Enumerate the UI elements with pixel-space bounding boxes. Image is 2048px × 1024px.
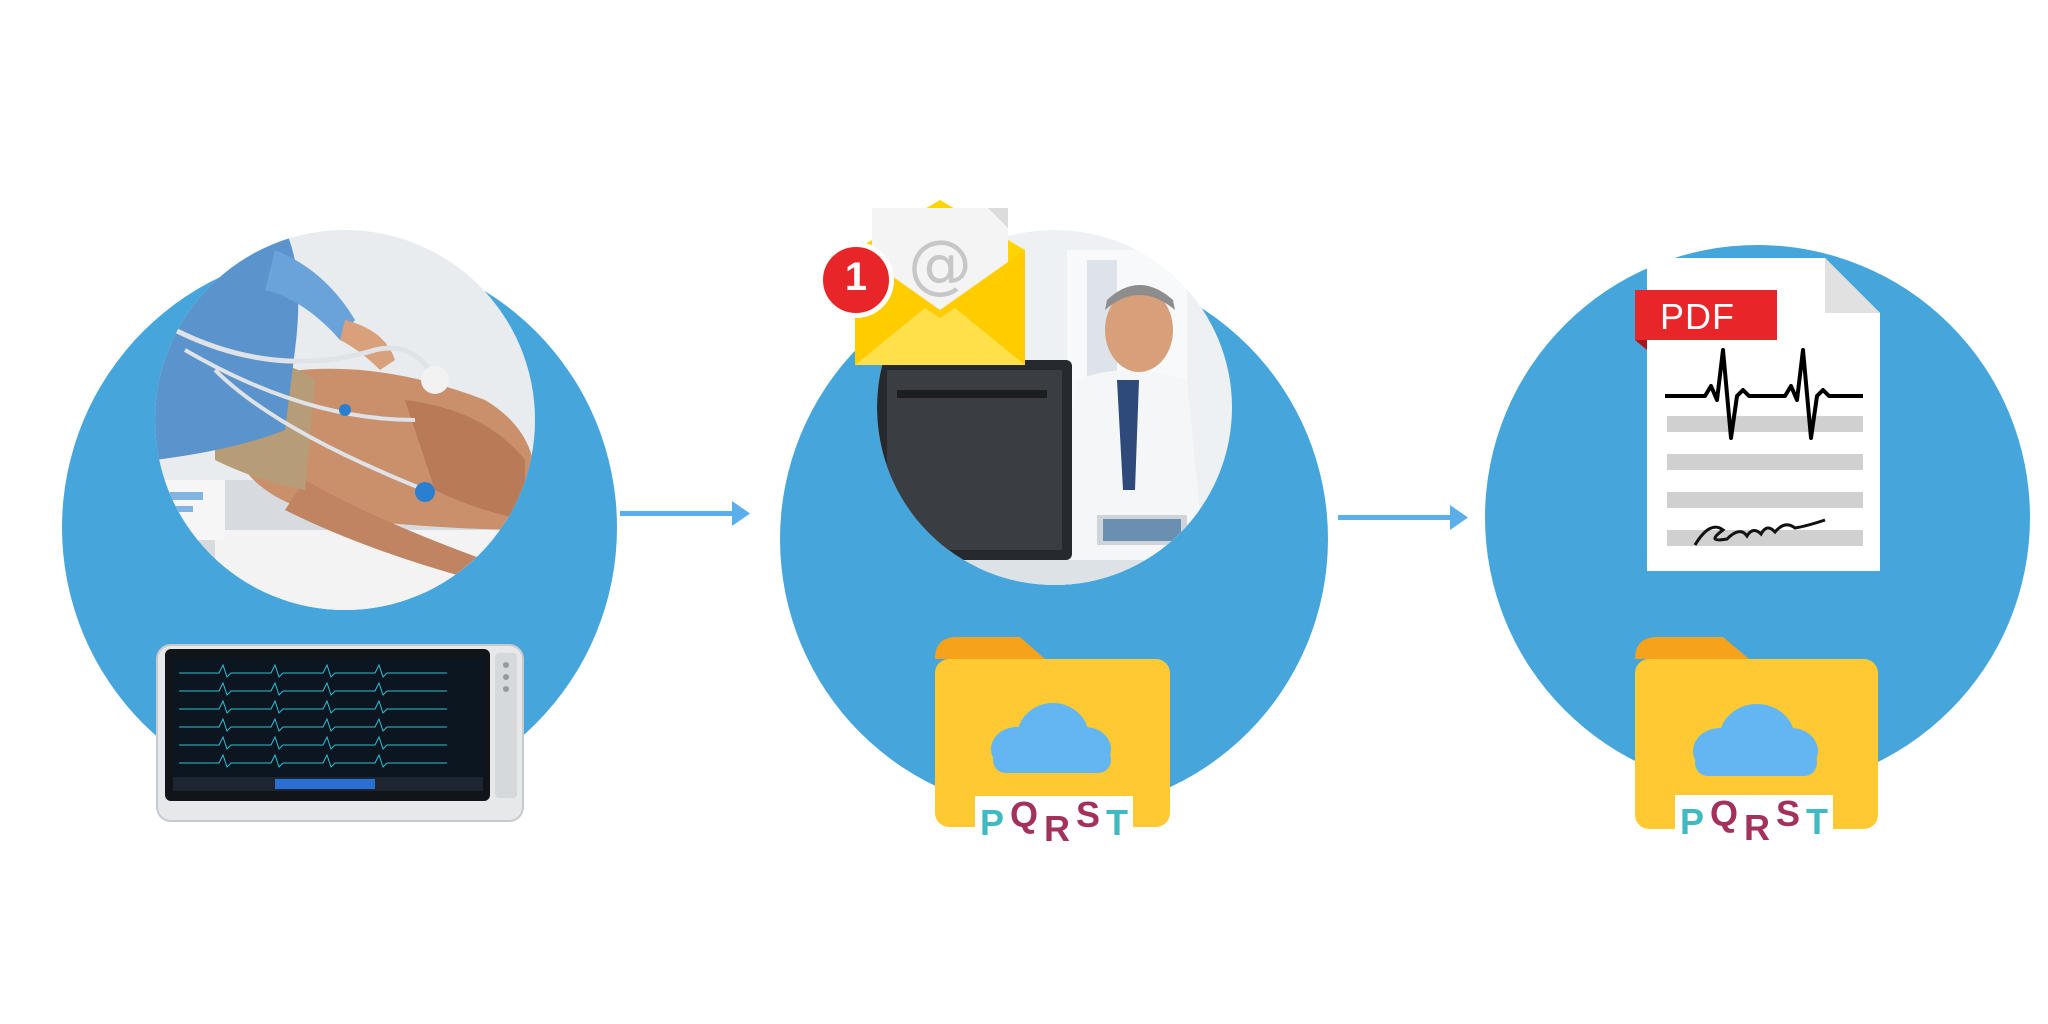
letter-p: P [1679,801,1704,842]
arrow-step1-to-step2 [620,501,750,526]
pdf-badge [1635,290,1777,340]
svg-text:@: @ [908,228,972,302]
notification-count: 1 [844,255,868,299]
ecg-tablet-device [155,643,525,823]
cloud-folder-icon [935,637,1170,827]
arrow-step2-to-step3 [1338,505,1468,530]
pqrst-label: P Q R S T [975,796,1133,846]
pdf-badge-fold [1635,340,1647,350]
ecg-recording-photo [155,230,535,610]
pdf-label: PDF [1660,296,1735,337]
letter-r: R [1744,807,1770,846]
letter-t: T [1806,801,1829,842]
letter-p: P [979,802,1004,843]
letter-s: S [1076,796,1101,835]
notification-badge [818,242,894,318]
cloud-folder-icon-report [1635,637,1878,829]
letter-s: S [1776,795,1801,834]
email-notification-icon: @ [820,200,1035,368]
letter-r: R [1044,808,1070,847]
pqrst-label-report: P Q R S T [1675,795,1833,845]
letter-q: Q [1009,796,1038,835]
letter-t: T [1106,802,1129,843]
letter-q: Q [1709,795,1738,834]
